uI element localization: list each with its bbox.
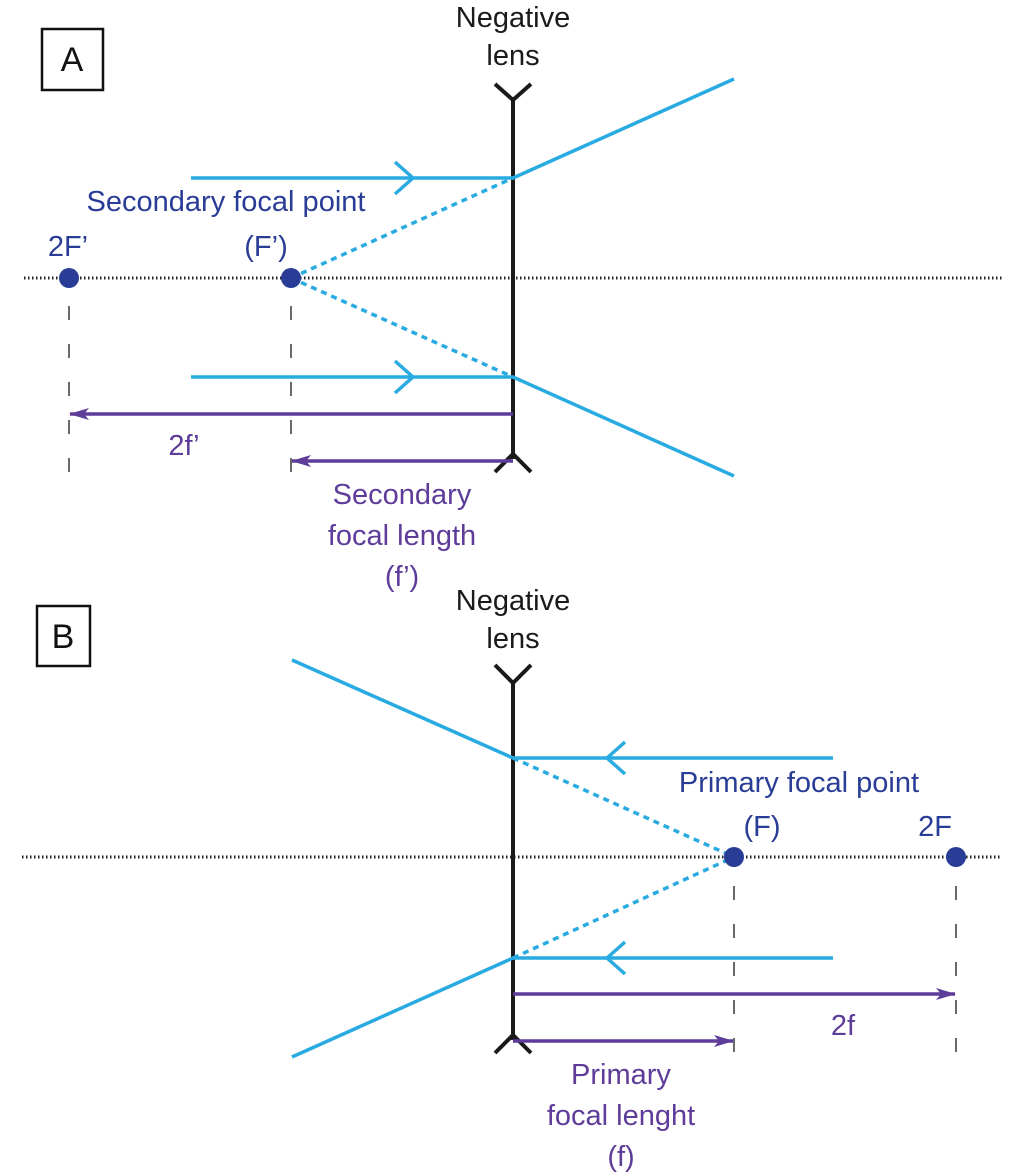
- panel-a-refracted-ray-top: [512, 77, 735, 180]
- panel-b-focal-point-title: Primary focal point: [679, 767, 919, 799]
- panel-a: A Negative lens Secondary focal point: [24, 2, 1004, 593]
- panel-b-refracted-ray-bottom: [291, 956, 514, 1059]
- panel-a-focal-point-label: (F’): [244, 231, 287, 263]
- panel-b-virtual-extension-bottom: [512, 855, 735, 960]
- panel-a-focal-point-title: Secondary focal point: [87, 186, 366, 218]
- panel-b-lens-label-line1: Negative: [456, 585, 570, 617]
- panel-a-negative-lens: [493, 82, 533, 474]
- panel-b-double-focal-label: 2F: [918, 811, 952, 843]
- panel-a-virtual-extension-bottom: [290, 276, 514, 379]
- panel-a-focal-length-label-line1: Secondary: [333, 479, 472, 511]
- panel-a-letter: A: [61, 41, 84, 79]
- panel-b-focal-length-label-line1: Primary: [571, 1059, 671, 1091]
- panel-b: B Negative lens Primary focal point: [22, 585, 1000, 1172]
- panel-a-virtual-extension-top: [290, 176, 514, 280]
- panel-b-label-box: [35, 604, 92, 668]
- panel-b-double-focal-point-marker: [946, 847, 966, 867]
- panel-a-double-focal-label: 2F’: [48, 231, 88, 263]
- panel-a-double-length-label: 2f’: [168, 430, 199, 462]
- panel-a-refracted-ray-bottom: [512, 375, 735, 478]
- panel-b-double-length-label: 2f: [831, 1010, 856, 1042]
- panel-a-label-box: [40, 27, 105, 92]
- panel-b-negative-lens: [493, 663, 533, 1055]
- panel-a-lens-label-line2: lens: [486, 40, 539, 72]
- panel-a-lens-label-line1: Negative: [456, 2, 570, 34]
- panel-a-ray-direction-arrow-top: [393, 160, 416, 196]
- panel-a-ray-direction-arrow-bottom: [393, 359, 416, 395]
- panel-a-focal-length-label-line3: (f’): [385, 561, 419, 593]
- panel-b-ray-direction-arrow-bottom: [604, 940, 627, 976]
- panel-b-virtual-extension-top: [512, 756, 735, 859]
- panel-a-focal-length-label-line2: focal length: [328, 520, 476, 552]
- panel-a-double-focal-point-marker: [59, 268, 79, 288]
- panel-b-focal-length-label-line2: focal lenght: [547, 1100, 695, 1132]
- panel-b-ray-direction-arrow-top: [604, 740, 627, 776]
- panel-b-focal-point-label: (F): [743, 811, 780, 843]
- panel-b-focal-point-marker: [724, 847, 744, 867]
- panel-a-focal-point-marker: [281, 268, 301, 288]
- panel-b-focal-length-label-line3: (f): [607, 1141, 634, 1172]
- panel-b-letter: B: [52, 618, 75, 656]
- panel-b-refracted-ray-top: [291, 658, 514, 760]
- panel-b-lens-label-line2: lens: [486, 623, 539, 655]
